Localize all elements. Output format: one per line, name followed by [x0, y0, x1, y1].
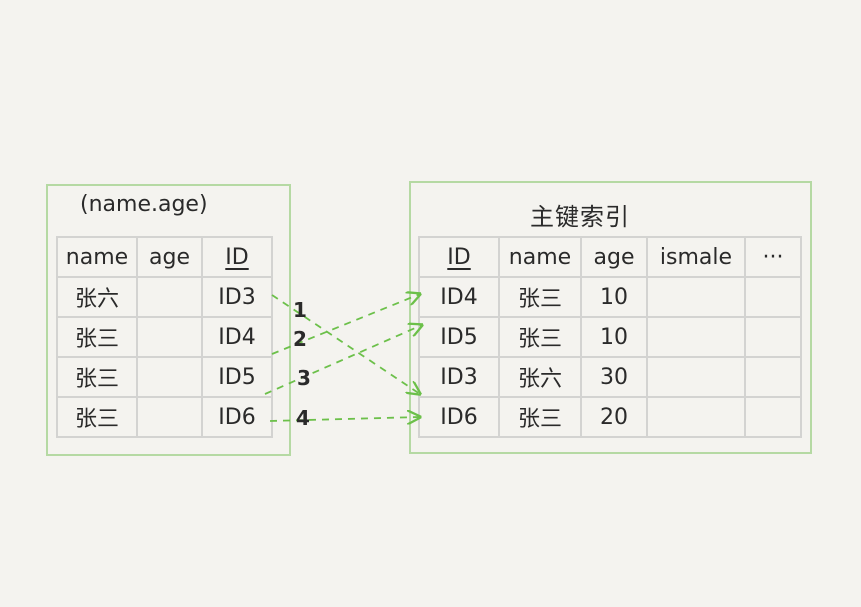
header-ismale: ismale	[646, 236, 746, 278]
cell-name: 张三	[498, 276, 582, 318]
arrow-1	[271, 294, 420, 394]
cell-id: ID5	[201, 356, 273, 398]
header-id: ID	[201, 236, 273, 278]
table-header-row: name age ID	[56, 236, 273, 278]
cell-more	[744, 396, 802, 438]
header-id: ID	[418, 236, 500, 278]
secondary-index-table: name age ID 张六 ID3 张三 ID4 张三 ID5 张三 ID6	[56, 236, 273, 438]
cell-name: 张三	[498, 316, 582, 358]
cell-id: ID5	[418, 316, 500, 358]
table-row: ID6 张三 20	[418, 396, 802, 438]
arrow-label-3: 3	[297, 366, 311, 390]
secondary-index-box	[46, 184, 291, 456]
arrow-4	[269, 417, 420, 421]
header-age: age	[136, 236, 203, 278]
header-age: age	[580, 236, 648, 278]
table-row: 张三 ID6	[56, 396, 273, 438]
cell-ismale	[646, 356, 746, 398]
header-more: ···	[744, 236, 802, 278]
cell-ismale	[646, 396, 746, 438]
arrow-label-4: 4	[296, 406, 310, 430]
cell-name: 张三	[56, 396, 138, 438]
cell-age	[136, 316, 203, 358]
cell-age: 20	[580, 396, 648, 438]
arrow-label-1: 1	[293, 298, 307, 322]
cell-age	[136, 356, 203, 398]
cell-more	[744, 316, 802, 358]
table-row: ID5 张三 10	[418, 316, 802, 358]
table-header-row: ID name age ismale ···	[418, 236, 802, 278]
arrow-label-2: 2	[293, 327, 307, 351]
primary-index-box	[409, 181, 812, 454]
table-row: 张六 ID3	[56, 276, 273, 318]
cell-age	[136, 396, 203, 438]
cell-age: 10	[580, 316, 648, 358]
cell-name: 张六	[498, 356, 582, 398]
arrow-2	[271, 294, 420, 355]
cell-id: ID3	[201, 276, 273, 318]
cell-name: 张六	[56, 276, 138, 318]
header-name: name	[56, 236, 138, 278]
arrow-3	[264, 325, 422, 395]
cell-id: ID3	[418, 356, 500, 398]
cell-age: 10	[580, 276, 648, 318]
cell-ismale	[646, 316, 746, 358]
secondary-index-title: (name.age)	[80, 192, 208, 217]
cell-ismale	[646, 276, 746, 318]
cell-more	[744, 276, 802, 318]
primary-index-table: ID name age ismale ··· ID4 张三 10 ID5 张三 …	[418, 236, 802, 438]
cell-name: 张三	[498, 396, 582, 438]
header-name: name	[498, 236, 582, 278]
table-row: ID3 张六 30	[418, 356, 802, 398]
cell-id: ID6	[201, 396, 273, 438]
table-row: 张三 ID4	[56, 316, 273, 358]
cell-more	[744, 356, 802, 398]
primary-index-title: 主键索引	[530, 203, 630, 231]
cell-age	[136, 276, 203, 318]
cell-age: 30	[580, 356, 648, 398]
table-row: 张三 ID5	[56, 356, 273, 398]
table-row: ID4 张三 10	[418, 276, 802, 318]
cell-name: 张三	[56, 316, 138, 358]
cell-name: 张三	[56, 356, 138, 398]
cell-id: ID4	[201, 316, 273, 358]
